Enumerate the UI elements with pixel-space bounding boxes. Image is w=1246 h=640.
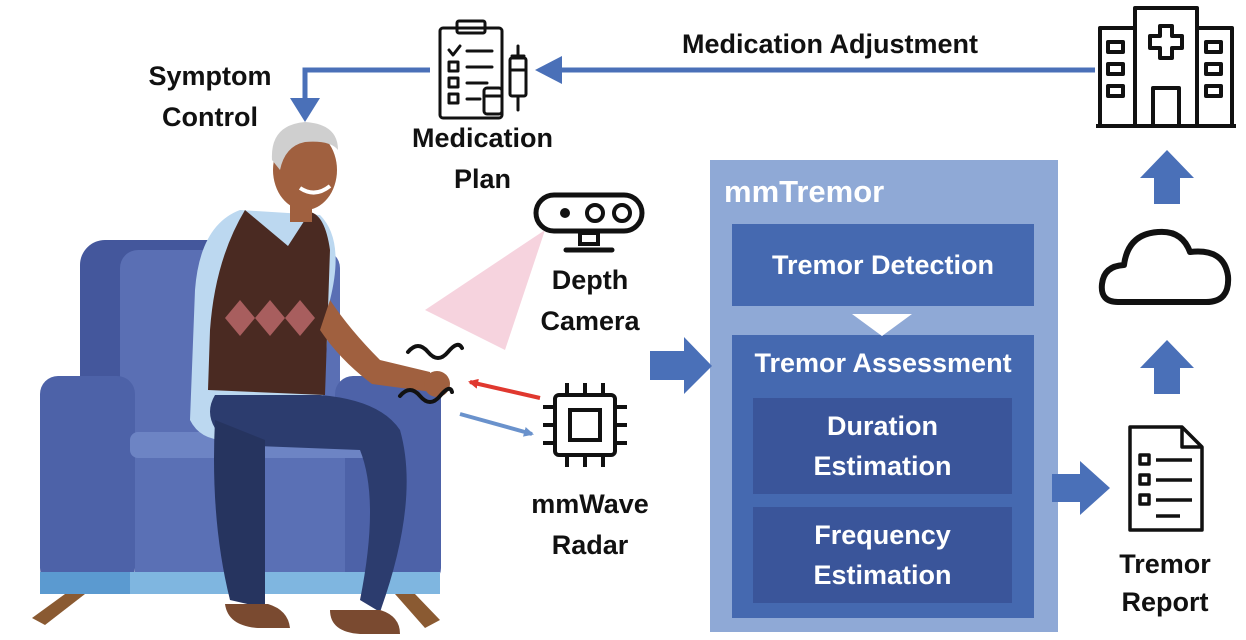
tremor-detection-box [732,224,1034,306]
symptom-control-line-1: Symptom [148,61,272,91]
detection-to-assessment-arrow [852,314,912,336]
mmwave-radar-line-2: Radar [551,530,629,560]
tremor-report-label: Tremor Report [1100,545,1230,621]
tremor-report-line-1: Tremor [1119,549,1211,579]
mmtremor-title: mmTremor [724,174,885,209]
symptom-control-arrow [290,67,430,122]
medication-plan-label: Medication Plan [395,118,570,200]
mmwave-radar-label: mmWave Radar [510,484,670,566]
frequency-estimation-label: Frequency Estimation [753,507,1012,603]
duration-estimation-line-1: Duration [827,411,938,441]
depth-camera-label: Depth Camera [520,260,660,342]
elderly-patient [190,122,450,634]
cloud-icon [1098,228,1232,305]
report-to-cloud-arrow [1140,340,1194,394]
medication-plan-line-1: Medication [411,123,553,153]
mmtremor-to-report-arrow [1052,461,1110,515]
duration-estimation-label: Duration Estimation [753,398,1012,494]
depth-camera-line-2: Camera [540,306,640,336]
radar-to-mmtremor-arrow [650,337,712,394]
symptom-control-label: Symptom Control [130,56,290,138]
clipboard-syringe-icon [438,19,528,120]
camera-field-of-view [425,230,545,350]
symptom-control-line-2: Control [162,102,258,132]
tremor-motion-lower [398,386,454,404]
depth-camera-line-1: Depth [551,265,629,295]
frequency-estimation-line-1: Frequency [814,520,951,550]
tremor-assessment-label: Tremor Assessment [754,348,1012,378]
duration-estimation-line-2: Estimation [813,451,952,481]
medication-adjustment-arrow [535,56,1095,84]
tremor-motion-upper [406,342,464,360]
hospital-icon [1096,6,1236,128]
frequency-estimation-box [753,507,1012,603]
radar-receive-arrow [459,412,534,437]
tremor-detection-label: Tremor Detection [771,250,995,280]
mmwave-radar-line-1: mmWave [531,489,649,519]
cloud-to-hospital-arrow [1140,150,1194,204]
frequency-estimation-line-2: Estimation [813,560,952,590]
radar-transmit-arrow [468,378,541,400]
depth-camera-icon [533,192,645,253]
medication-plan-line-2: Plan [453,164,512,194]
report-icon [1128,425,1204,532]
medication-adjustment-label: Medication Adjustment [681,29,978,59]
radar-chip-icon [543,383,627,467]
duration-estimation-box [753,398,1012,494]
tremor-report-line-2: Report [1121,587,1209,617]
